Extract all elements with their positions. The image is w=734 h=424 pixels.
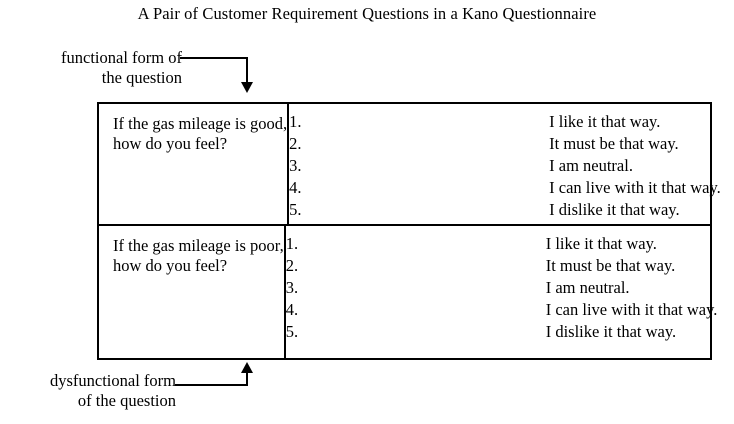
functional-form-label-line2: the question — [101, 68, 182, 87]
question-cell-dysfunctional: If the gas mileage is poor, how do you f… — [99, 226, 286, 358]
dysfunctional-form-label-line2: of the question — [77, 391, 176, 410]
answer-option[interactable]: 1. I like it that way. — [285, 233, 734, 255]
answer-option[interactable]: 4. I can live with it that way. — [289, 177, 734, 199]
answer-option-label: I can live with it that way. — [545, 300, 718, 319]
question-text-line1: If the gas mileage is poor, — [113, 236, 284, 255]
answer-option-label: I can live with it that way. — [549, 178, 721, 197]
answer-option-number: 3. — [285, 278, 299, 297]
answer-option[interactable]: 1. I like it that way. — [289, 111, 734, 133]
question-text-line1: If the gas mileage is good, — [113, 114, 288, 133]
answer-option-label: It must be that way. — [545, 256, 676, 275]
answer-option[interactable]: 5. I dislike it that way. — [285, 321, 734, 343]
diagram-title: A Pair of Customer Requirement Questions… — [137, 4, 597, 23]
answer-option-number: 4. — [289, 178, 302, 197]
answer-option[interactable]: 3. I am neutral. — [285, 277, 734, 299]
answer-option-number: 2. — [289, 134, 302, 153]
answer-option-label: I dislike it that way. — [549, 200, 680, 219]
dysfunctional-form-label-line1: dysfunctional form — [49, 371, 176, 390]
answer-option[interactable]: 2. It must be that way. — [285, 255, 734, 277]
answer-option[interactable]: 4. I can live with it that way. — [285, 299, 734, 321]
answer-option-number: 1. — [289, 112, 302, 131]
answer-option-number: 2. — [285, 256, 299, 275]
answer-option-label: It must be that way. — [549, 134, 679, 153]
kano-questionnaire-table: If the gas mileage is good, how do you f… — [97, 102, 721, 360]
dysfunctional-form-label: dysfunctional form of the question — [4, 371, 176, 411]
answer-options-list: 1. I like it that way. 2. It must be that … — [286, 233, 734, 343]
answer-option[interactable]: 2. It must be that way. — [289, 133, 734, 155]
connector-horizontal-segment — [180, 57, 248, 59]
connector-horizontal-segment — [175, 384, 248, 386]
answer-option-label: I am neutral. — [549, 156, 633, 175]
functional-form-label-line1: functional form of — [61, 48, 182, 67]
functional-form-label: functional form of the question — [6, 48, 182, 88]
answer-option[interactable]: 5. I dislike it that way. — [289, 199, 734, 221]
answer-options-list: 1. I like it that way. 2. It must be that … — [289, 111, 734, 221]
answer-option-label: I like it that way. — [549, 112, 661, 131]
answer-option-number: 4. — [285, 300, 299, 319]
answer-option-label: I dislike it that way. — [545, 322, 677, 341]
answer-option-number: 5. — [289, 200, 302, 219]
connector-vertical-segment — [246, 57, 248, 84]
connector-vertical-segment — [246, 372, 248, 386]
question-cell-functional: If the gas mileage is good, how do you f… — [99, 104, 290, 224]
arrow-down-icon — [241, 82, 253, 93]
table-row: If the gas mileage is poor, how do you f… — [99, 226, 717, 358]
answer-option[interactable]: 3. I am neutral. — [289, 155, 734, 177]
arrow-up-icon — [241, 362, 253, 373]
answer-option-number: 3. — [289, 156, 302, 175]
answer-cell-dysfunctional: 1. I like it that way. 2. It must be that … — [286, 226, 734, 358]
question-text-line2: how do you feel? — [113, 133, 228, 153]
answer-option-label: I am neutral. — [545, 278, 630, 297]
answer-option-number: 1. — [285, 234, 299, 253]
answer-option-number: 5. — [285, 322, 299, 341]
question-text-line2: how do you feel? — [113, 255, 228, 275]
table-row: If the gas mileage is good, how do you f… — [99, 104, 721, 226]
answer-cell-functional: 1. I like it that way. 2. It must be that … — [289, 104, 734, 224]
answer-option-label: I like it that way. — [545, 234, 657, 253]
